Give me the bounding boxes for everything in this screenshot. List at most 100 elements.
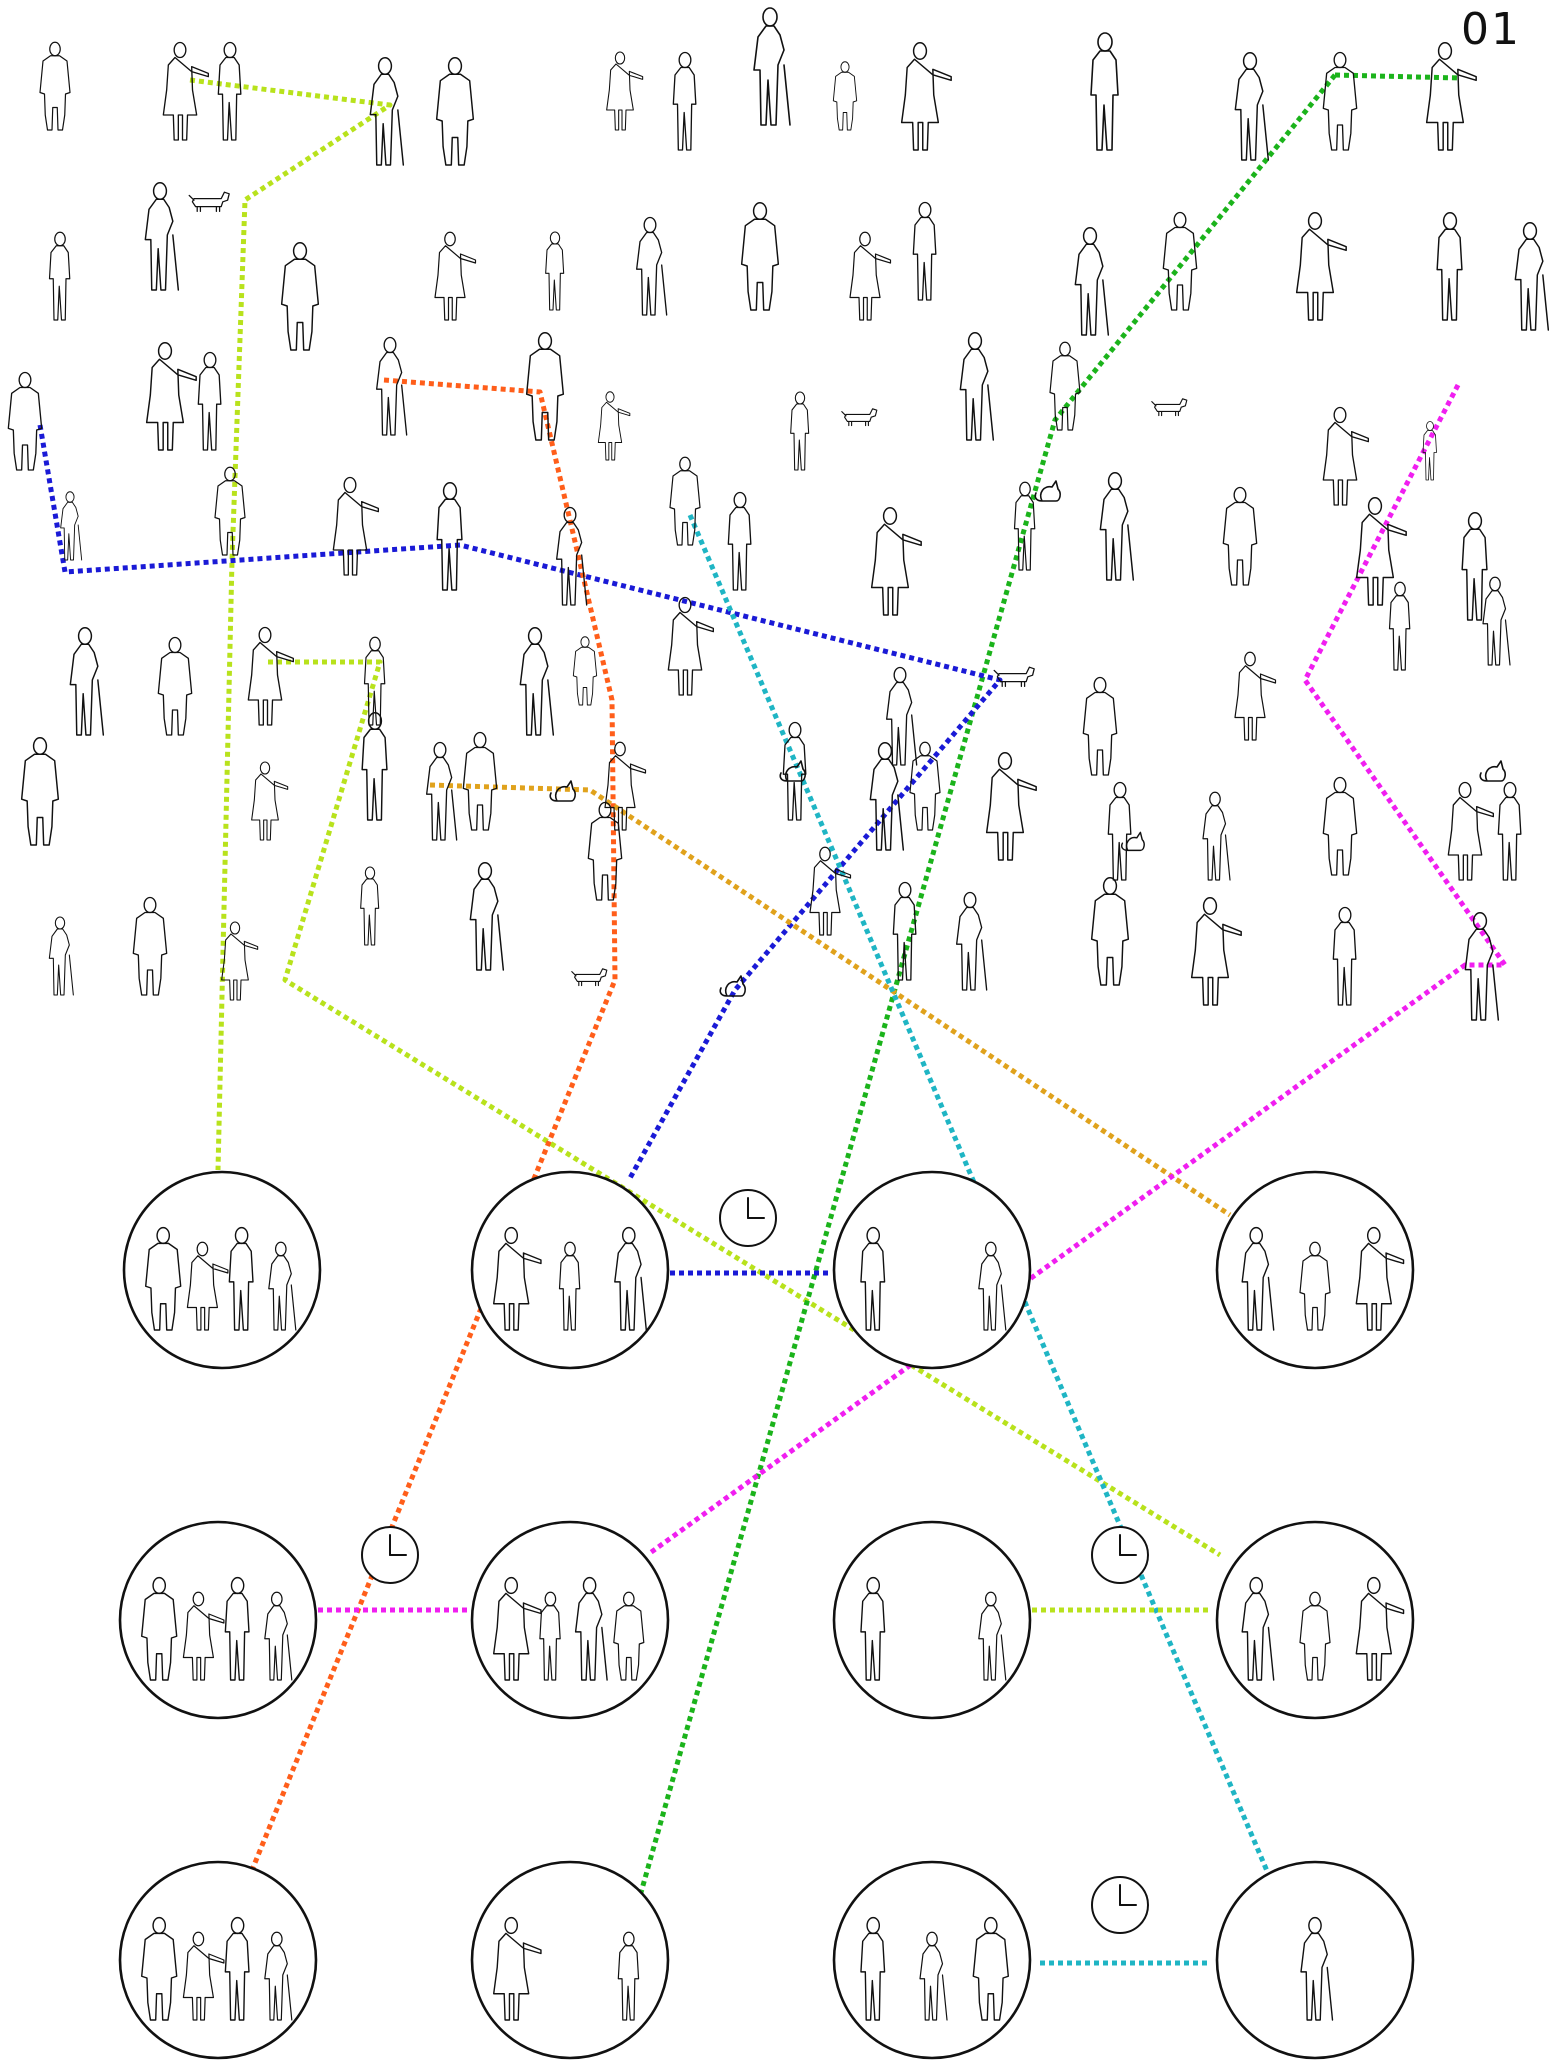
person-figure [49,917,73,995]
person-figure [520,628,553,735]
person-figure [673,52,696,150]
person-figure [670,457,700,545]
person-figure [1075,228,1108,335]
person-figure [8,373,41,471]
person-figure [198,353,221,451]
person-figure [668,598,713,696]
route-lime [190,80,390,1170]
person-figure [1357,498,1407,605]
person-figure [1083,678,1116,776]
scene-circle [1217,1172,1413,1368]
person-figure [437,58,474,165]
dog-icon [842,409,877,426]
person-figure [913,203,936,301]
person-figure [252,762,288,840]
person-figure [361,867,379,945]
person-figure [546,232,564,310]
person-figure [40,42,70,130]
person-figure [742,203,779,310]
scene-circle [120,1522,316,1718]
person-figure [362,713,387,820]
person-figure [1100,473,1133,580]
route-blue [40,425,1000,1178]
person-figure [22,738,59,845]
person-figure [1108,783,1131,881]
person-figure [133,898,166,996]
person-figure [1498,783,1521,881]
scene-circle [1217,1862,1413,2058]
person-figure [163,42,208,140]
person-figure [248,628,293,726]
person-figure [527,333,564,440]
person-figure [902,43,952,150]
scene-circles [120,1172,1413,2058]
person-figure [728,493,751,591]
person-figure [1192,898,1242,1005]
person-figure [598,392,630,460]
person-figure [377,338,407,436]
person-figure [145,183,178,290]
person-figure [1390,582,1410,670]
person-figure [158,638,191,736]
person-figure [557,508,587,606]
person-figure [1163,213,1196,311]
person-figure [1323,408,1368,506]
person-figure [637,218,667,316]
scene-circle [120,1862,316,2058]
person-figure [1235,53,1268,160]
person-figure [1448,783,1493,881]
person-figure [872,508,922,615]
cat-icon [1122,832,1144,850]
dog-icon [1152,399,1187,416]
person-figure [1437,213,1462,320]
cat-icon [1480,761,1505,781]
person-figure [215,467,245,555]
person-figure [1515,223,1548,330]
person-figure [61,492,82,560]
person-figure [70,628,103,735]
person-figure [960,333,993,440]
scene-circle [834,1172,1030,1368]
scene-circle [834,1862,1030,2058]
clock-icon [1092,1877,1148,1933]
person-figure [370,58,403,165]
person-figure [1323,52,1356,150]
scene-circle [124,1172,320,1368]
person-figure [791,392,809,470]
person-figure [463,733,496,831]
cat-icon [550,781,575,801]
person-figure [1203,792,1230,880]
person-figure [282,243,319,350]
person-figure [1323,778,1356,876]
person-figure [435,232,476,320]
person-figure [754,8,790,125]
person-figure [1462,513,1487,620]
route-magenta [650,385,1505,1553]
person-figure [218,42,241,140]
person-figure [870,743,903,850]
dog-icon [994,667,1034,686]
person-figure [437,483,462,590]
person-figure [833,62,856,130]
crowd-figures [8,8,1548,1020]
scene-circle [1217,1522,1413,1718]
dog-icon [572,969,607,986]
person-figure [1092,878,1129,985]
person-figure [427,743,457,841]
person-figure [1235,652,1276,740]
clock-icon [1092,1527,1148,1583]
person-figure [1483,577,1510,665]
person-figure [333,478,378,576]
person-figure [850,232,891,320]
person-figure [588,803,621,901]
person-figure [147,343,197,450]
scene-circle [834,1522,1030,1718]
cat-icon [1035,481,1060,501]
scene-circle [472,1522,668,1718]
person-figure [607,52,643,130]
person-figure [1333,908,1356,1006]
person-figure [957,893,987,991]
person-figure [987,753,1036,860]
